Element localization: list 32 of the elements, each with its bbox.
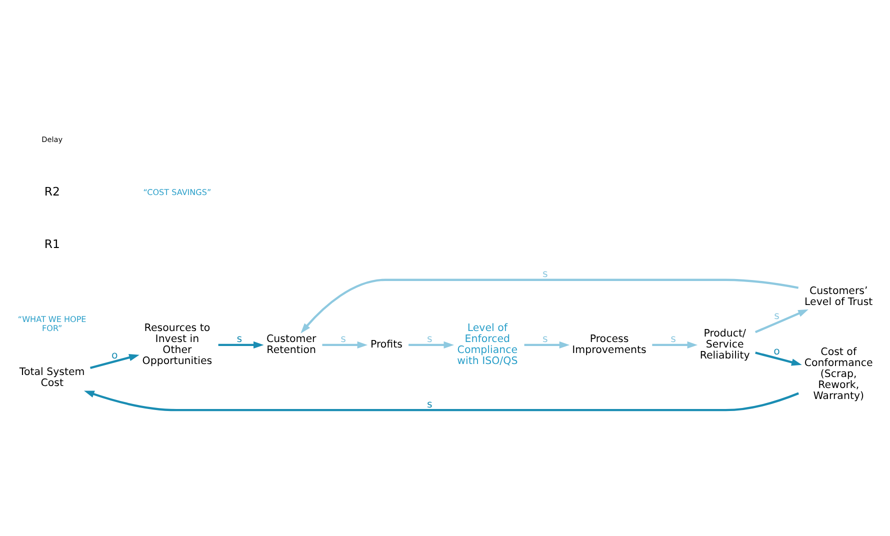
node-text: Resources to Invest in Other Opportunities xyxy=(142,322,212,367)
arrow xyxy=(524,340,570,348)
arrow xyxy=(322,340,368,348)
arrow xyxy=(652,340,698,348)
node-text: Process Improvements xyxy=(572,332,646,356)
arrow xyxy=(218,340,264,348)
arrow xyxy=(408,340,454,348)
node-text: Customer Retention xyxy=(266,332,316,356)
label: Delay xyxy=(42,134,63,144)
edge-label: s xyxy=(426,332,432,345)
edge-label: s xyxy=(236,332,242,345)
arrow xyxy=(90,354,140,368)
edge-label: s xyxy=(340,332,346,345)
edge-label: s xyxy=(670,332,676,345)
arrow xyxy=(300,278,799,333)
node-text: Total System Cost xyxy=(19,366,85,389)
node-text: Cost of Conformance (Scrap, Rework, Warranty) xyxy=(804,345,873,402)
label: R2 xyxy=(44,184,60,198)
edge-label: o xyxy=(112,348,118,361)
node-text: Customers’ Level of Trust xyxy=(804,284,873,308)
arrow xyxy=(754,308,808,333)
arrow xyxy=(84,390,799,411)
edge-label: s xyxy=(542,332,548,345)
edge-label: s xyxy=(542,268,548,280)
node-text: Product/ Service Reliability xyxy=(700,327,750,362)
edge-label: s xyxy=(426,398,432,410)
node-text: Profits xyxy=(370,338,402,350)
edge-label: s xyxy=(774,309,780,322)
arrow xyxy=(755,351,802,366)
edge-label: o xyxy=(774,345,780,358)
label: R1 xyxy=(44,236,60,251)
node-text: Level of Enforced Compliance with ISO/QS xyxy=(457,322,518,367)
